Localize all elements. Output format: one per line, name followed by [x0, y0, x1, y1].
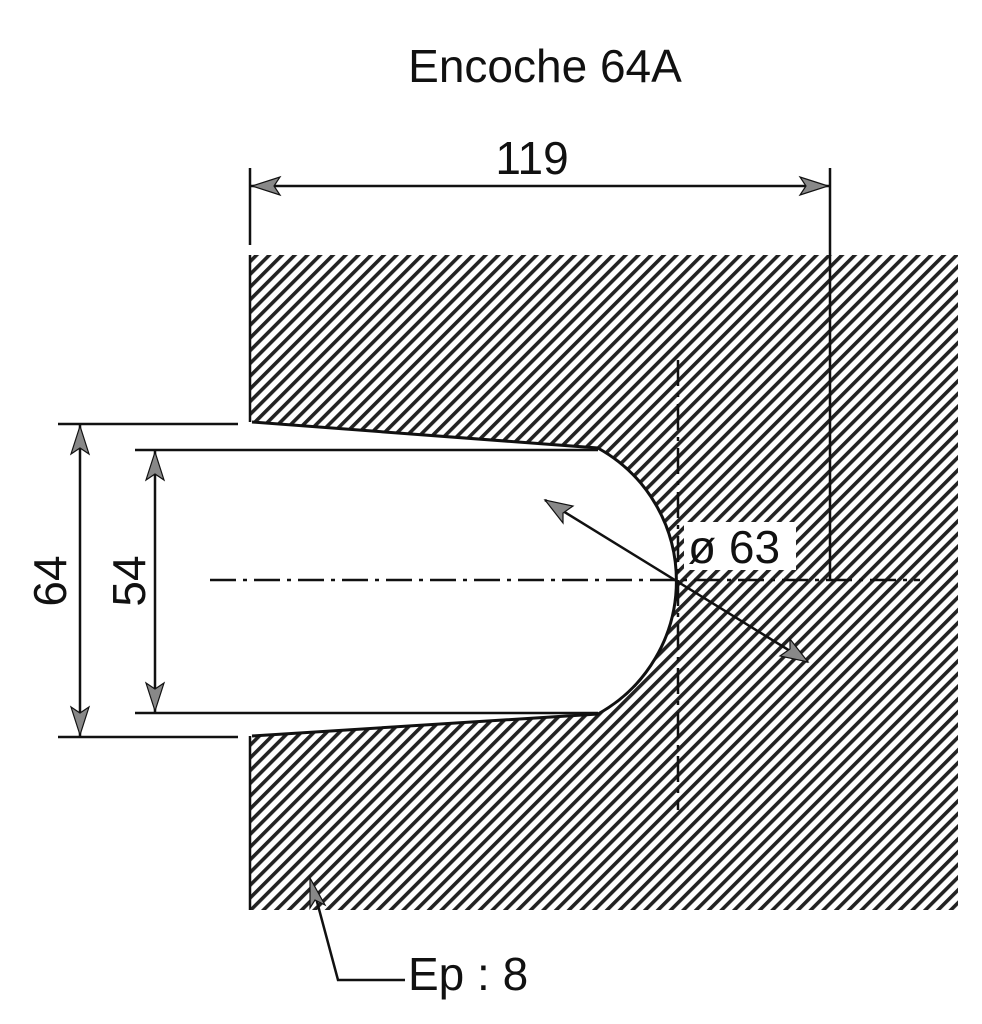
outer-arrow-top [69, 424, 91, 456]
width-arrow-right [798, 175, 830, 197]
diameter-arrow-end [778, 637, 810, 663]
diameter-dimension-line [544, 498, 809, 664]
inner-arrow-top [144, 450, 166, 482]
inner-dimension-label: 54 [103, 555, 155, 606]
inner-arrow-bottom [144, 681, 166, 713]
width-arrow-left [250, 175, 282, 197]
hatched-plate [250, 255, 958, 910]
diameter-label-backdrop [684, 522, 796, 570]
outer-dimension-label: 64 [24, 555, 76, 606]
thickness-leader-arrow [309, 875, 327, 911]
thickness-note: Ep : 8 [408, 948, 528, 1000]
diameter-arrow-start [543, 499, 575, 525]
outer-arrow-bottom [69, 705, 91, 737]
thickness-leader-line [310, 882, 405, 982]
width-dimension-label: 119 [495, 132, 568, 184]
drawing-title: Encoche 64A [408, 40, 682, 92]
diameter-dimension-label: ø 63 [688, 521, 780, 573]
